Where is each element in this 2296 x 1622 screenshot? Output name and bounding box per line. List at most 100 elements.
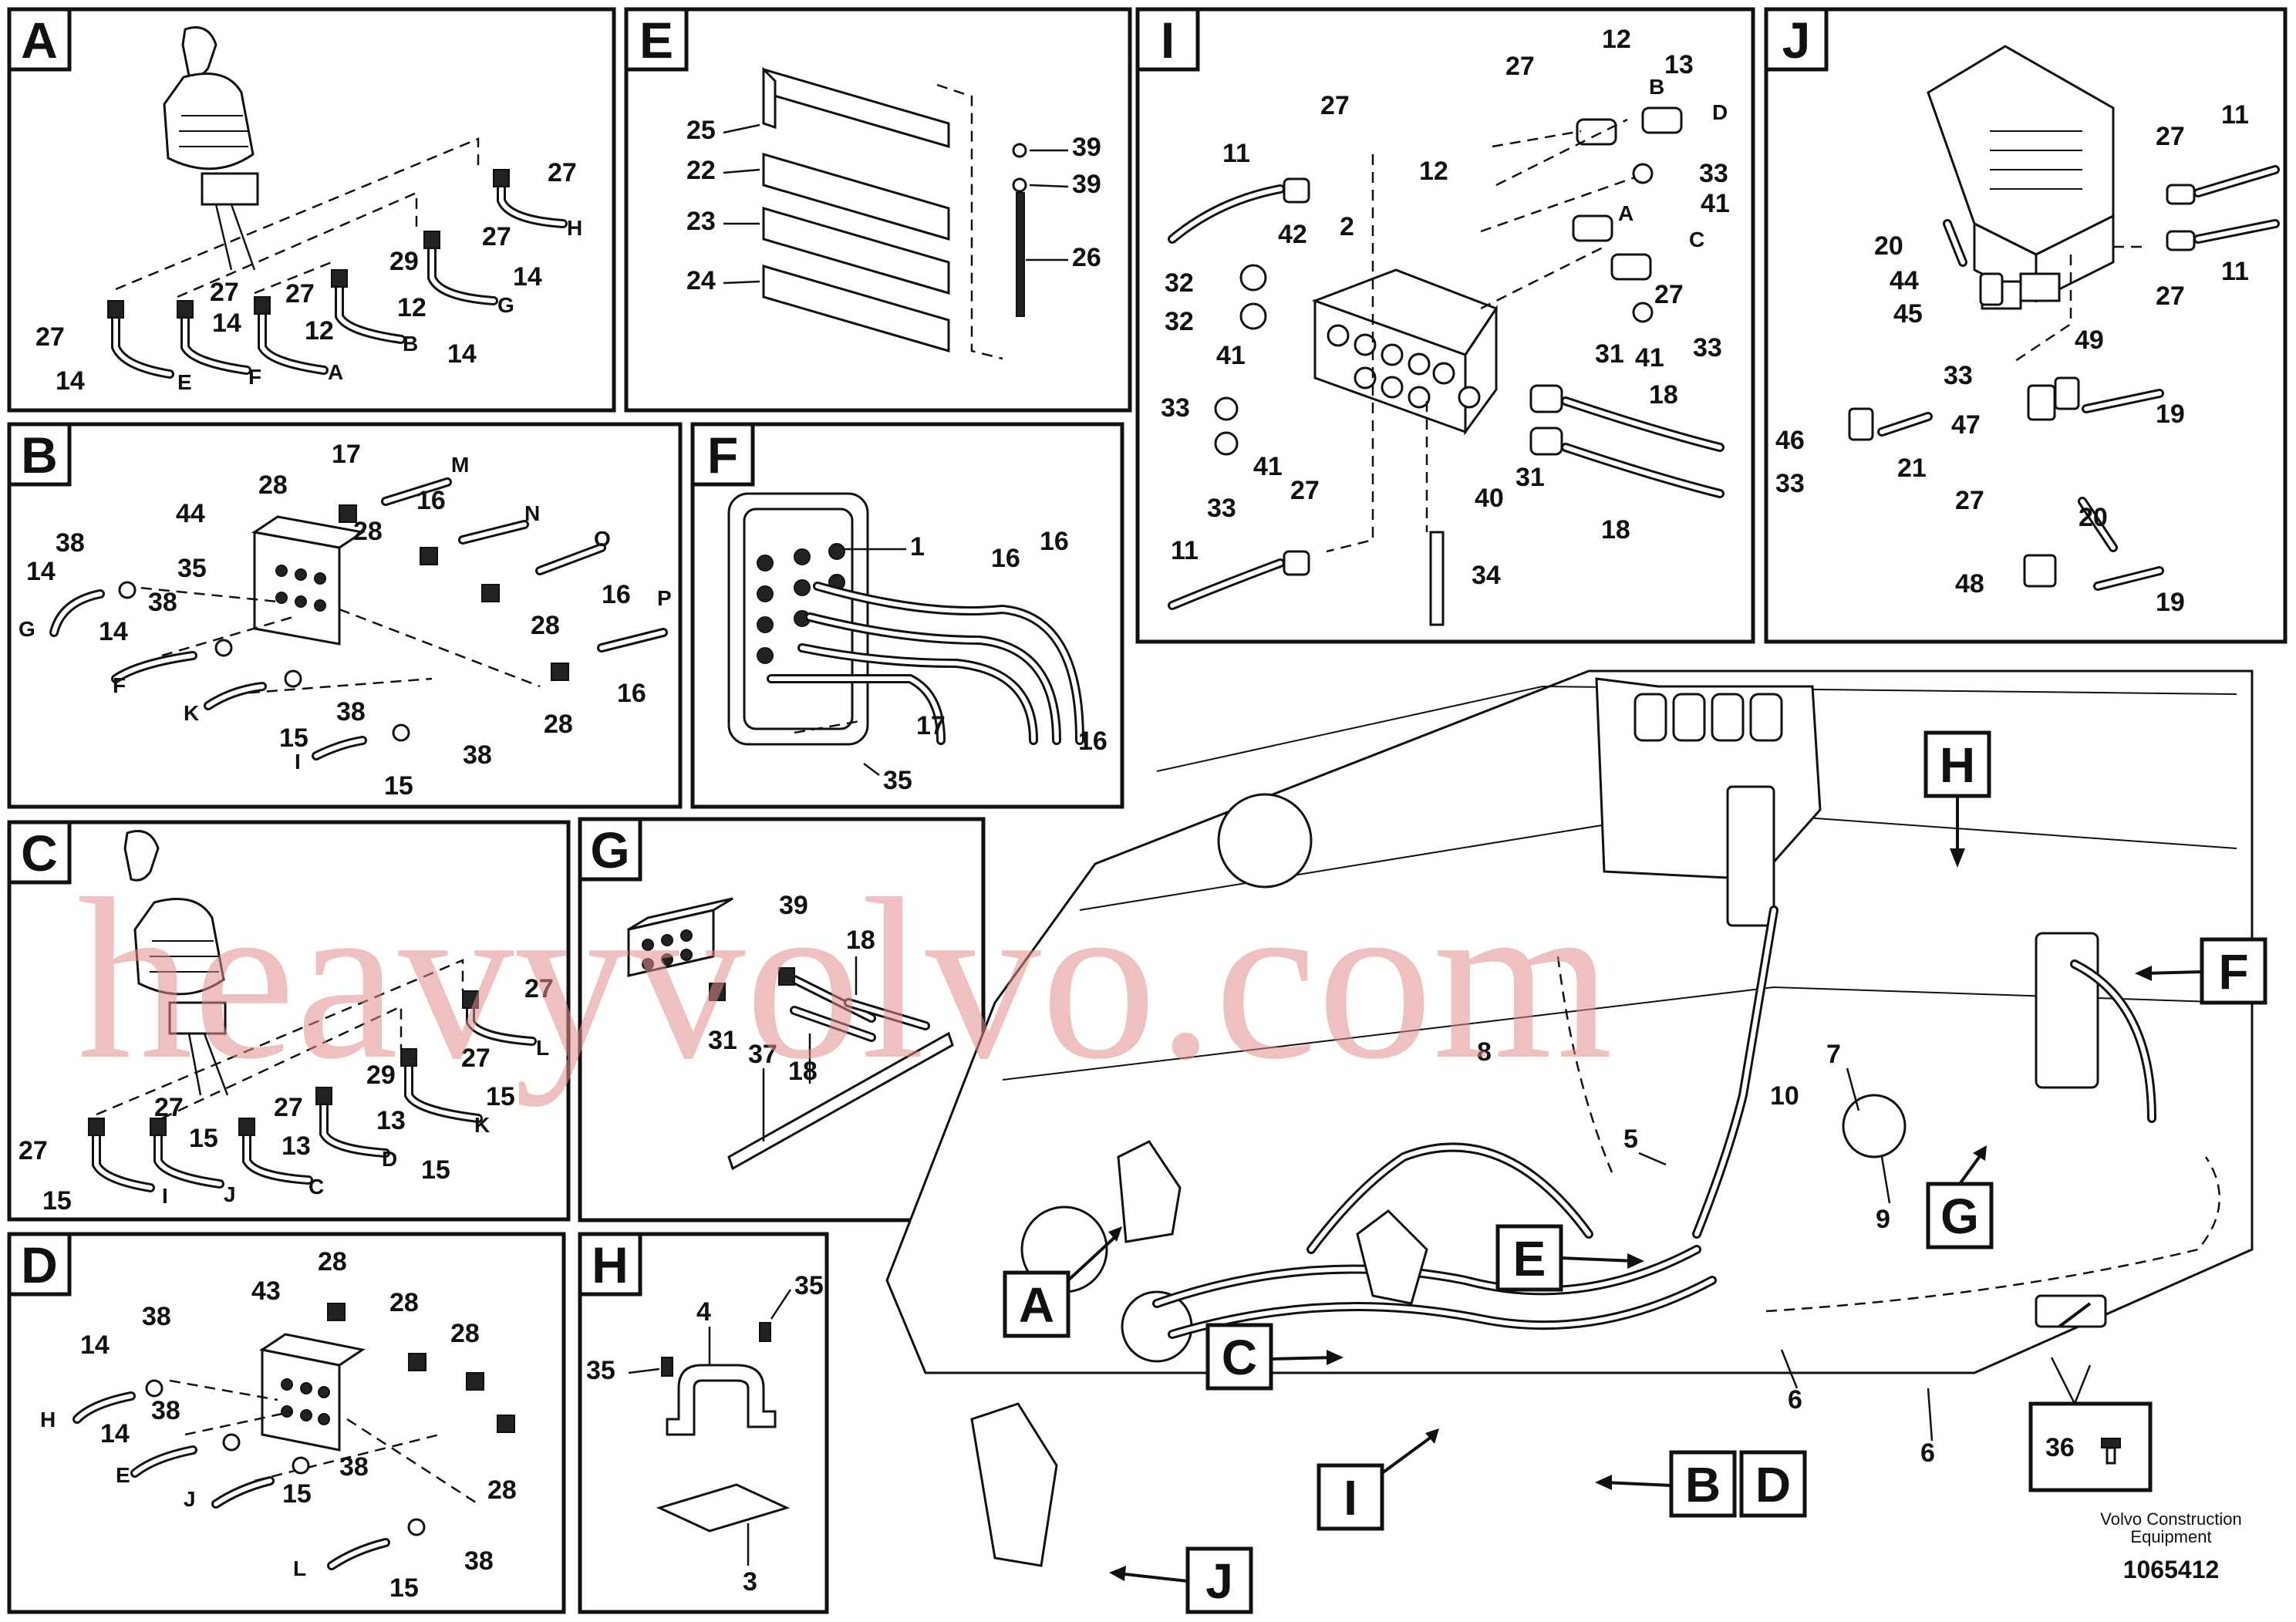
part-number: 27 — [274, 1093, 303, 1122]
part-number: 15 — [189, 1124, 218, 1153]
part-number: 14 — [56, 366, 85, 396]
overview-labels: 7 10 5 9 8 6 6 — [1477, 1037, 1935, 1468]
part-number: 28 — [353, 517, 383, 546]
port-letter: K — [184, 701, 199, 725]
part-number: 18 — [1649, 380, 1678, 410]
part-number: 2 — [1340, 212, 1354, 241]
part-number: 17 — [332, 440, 361, 469]
callout-letter: G — [1940, 1189, 1979, 1244]
part-number: 36 — [2045, 1433, 2075, 1462]
part-number: 12 — [1419, 157, 1448, 186]
part-number: 35 — [586, 1356, 615, 1385]
panel-e-labels: 25 22 23 24 39 39 26 — [686, 116, 1101, 295]
part-number: 13 — [1664, 50, 1694, 79]
callout-letter: A — [1019, 1277, 1054, 1333]
part-number: 34 — [1472, 561, 1501, 590]
part-number: 38 — [56, 528, 85, 558]
callout-letter: D — [1755, 1457, 1791, 1512]
panel-c: C 27 27 27 15 15 27 27 — [7, 820, 571, 1222]
part-number: 6 — [1920, 1438, 1935, 1468]
part-number: 18 — [846, 926, 875, 955]
part-number: 27 — [154, 1093, 184, 1122]
part-number: 5 — [1623, 1125, 1638, 1154]
part-number: 16 — [416, 486, 446, 515]
part-number: 9 — [1876, 1205, 1890, 1234]
part-number: 15 — [282, 1479, 312, 1509]
part-number: 38 — [148, 588, 177, 617]
callout-letter: H — [1940, 737, 1975, 793]
bracket-illustration — [656, 1322, 791, 1533]
part-number: 15 — [486, 1082, 515, 1111]
part-number: 37 — [748, 1040, 777, 1069]
part-number: 27 — [2156, 282, 2185, 311]
panel-g-labels: 39 18 37 18 31 — [708, 891, 875, 1086]
part-number: 38 — [463, 740, 492, 770]
part-number: 44 — [176, 499, 205, 528]
machine-overview — [885, 669, 2254, 1567]
port-letter: M — [451, 453, 469, 477]
part-number: 39 — [1072, 170, 1101, 199]
panel-letter: I — [1161, 12, 1175, 69]
port-letter: O — [594, 527, 611, 551]
part-number: 45 — [1893, 299, 1923, 329]
part-number: 38 — [464, 1546, 494, 1576]
panel-f-labels: 1 16 16 17 16 35 — [883, 527, 1108, 795]
panel-i: I 27 12 13 11 — [1135, 7, 1755, 644]
part-number: 35 — [883, 766, 912, 795]
port-letter: I — [295, 750, 301, 774]
part-number: 44 — [1890, 266, 1919, 295]
part-number: 11 — [2221, 257, 2249, 286]
panel-letter: A — [21, 12, 58, 69]
part-number: 33 — [1161, 393, 1190, 423]
part-number: 31 — [1595, 339, 1624, 369]
part-number: 15 — [421, 1155, 450, 1185]
part-number: 18 — [1601, 515, 1630, 545]
plate-illustration — [727, 492, 869, 746]
panel-letter: G — [590, 821, 629, 878]
panel-letter: H — [592, 1236, 629, 1293]
hose-group-d — [72, 1303, 515, 1570]
part-number: 33 — [1944, 361, 1973, 390]
company-name: Volvo Construction — [2100, 1509, 2241, 1529]
panel-h: H 4 35 35 3 — [578, 1232, 829, 1614]
bracket-illustration — [251, 515, 366, 646]
port-letter: H — [567, 216, 582, 240]
part-number: 22 — [686, 156, 716, 185]
panel-letter: J — [1782, 12, 1811, 69]
callout-letter: B — [1685, 1457, 1721, 1512]
part-number: 11 — [1171, 536, 1199, 565]
part-number: 14 — [513, 262, 542, 292]
part-number: 8 — [1477, 1037, 1492, 1067]
port-letter: G — [19, 617, 35, 641]
panel-g: G 39 18 37 18 31 — [578, 817, 986, 1222]
port-letter: C — [308, 1175, 324, 1199]
part-number: 14 — [447, 339, 477, 369]
hose-group-b — [49, 477, 668, 760]
part-number: 28 — [318, 1247, 347, 1276]
part-number: 27 — [285, 279, 315, 309]
part-number: 28 — [258, 470, 288, 500]
drawing-code: 1065412 — [2123, 1556, 2220, 1583]
part-number: 25 — [686, 116, 716, 145]
part-number: 14 — [80, 1330, 110, 1360]
callout-letter: C — [1222, 1330, 1257, 1385]
panel-letter: E — [639, 12, 673, 69]
callout-letter: J — [1205, 1553, 1233, 1609]
part-number: 10 — [1770, 1081, 1799, 1111]
part-number: 28 — [389, 1288, 419, 1317]
panel-h-labels: 4 35 35 3 — [586, 1271, 824, 1597]
part-number: 41 — [1253, 452, 1283, 481]
port-letter: F — [113, 673, 126, 697]
panel-letter: D — [21, 1236, 58, 1293]
block-illustration — [627, 897, 954, 1171]
port-letter: K — [474, 1113, 490, 1137]
watermark: heavyvolvo.com — [77, 851, 1613, 1108]
panel-letter: F — [707, 427, 738, 484]
part-number: 48 — [1955, 569, 1984, 599]
bracket-illustration — [259, 1333, 366, 1452]
part-number: 35 — [794, 1271, 824, 1300]
part-number: 12 — [397, 293, 426, 322]
part-number: 24 — [686, 266, 716, 295]
part-number: 3 — [743, 1567, 757, 1597]
